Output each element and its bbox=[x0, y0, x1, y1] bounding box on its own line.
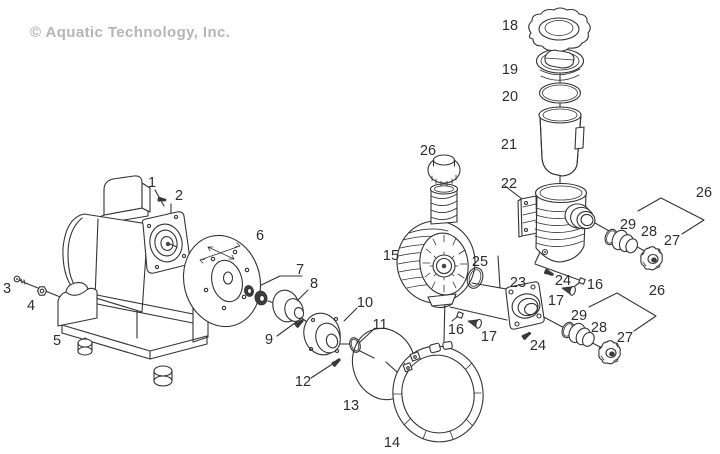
part-callout-24: 24 bbox=[555, 273, 571, 289]
lock-ring-drawing bbox=[528, 7, 591, 52]
shaft-seal-drawing bbox=[244, 285, 268, 306]
part-callout-3: 3 bbox=[3, 281, 11, 297]
part-callout-28: 28 bbox=[641, 224, 657, 240]
strainer-basket-drawing bbox=[538, 106, 585, 177]
part-callout-23: 23 bbox=[510, 275, 526, 291]
volute-plug-screw-drawing bbox=[451, 311, 464, 322]
part-callout-8: 8 bbox=[310, 276, 318, 292]
seal-plate-drawing bbox=[182, 234, 262, 328]
part-callout-4: 4 bbox=[27, 298, 35, 314]
part-callout-16: 16 bbox=[448, 322, 464, 338]
part-callout-13: 13 bbox=[343, 398, 359, 414]
diffuser-drawing bbox=[303, 312, 341, 356]
part-callout-27: 27 bbox=[664, 233, 680, 249]
base-nut-drawing bbox=[36, 286, 48, 296]
part-callout-26: 26 bbox=[696, 185, 712, 201]
part-callout-16: 16 bbox=[587, 277, 603, 293]
part-callout-20: 20 bbox=[502, 89, 518, 105]
motor-base-drawing bbox=[57, 282, 209, 387]
part-callout-11: 11 bbox=[372, 317, 387, 333]
clamp-ring-drawing bbox=[392, 340, 484, 443]
part-callout-17: 17 bbox=[548, 293, 564, 309]
pot-lid-drawing bbox=[535, 48, 585, 81]
part-callout-14: 14 bbox=[384, 435, 400, 451]
discharge-oring-drawing bbox=[466, 267, 484, 289]
impeller-drawing bbox=[272, 289, 305, 323]
base-bolt-drawing bbox=[13, 275, 29, 285]
part-callout-26: 26 bbox=[649, 283, 665, 299]
part-callout-24: 24 bbox=[530, 338, 546, 354]
part-callout-5: 5 bbox=[53, 333, 61, 349]
pot-plug-screw-drawing bbox=[574, 277, 586, 287]
part-callout-12: 12 bbox=[295, 374, 311, 390]
part-callout-27: 27 bbox=[617, 330, 633, 346]
lid-oring-drawing bbox=[538, 82, 582, 104]
part-callout-29: 29 bbox=[620, 217, 636, 233]
part-callout-6: 6 bbox=[256, 228, 264, 244]
part-callout-18: 18 bbox=[502, 18, 518, 34]
watermark: © Aquatic Technology, Inc. bbox=[30, 24, 230, 41]
drain-plug-drawing bbox=[427, 154, 461, 187]
pump-volute-drawing bbox=[396, 183, 476, 309]
part-callout-7: 7 bbox=[296, 262, 304, 278]
part-callout-25: 25 bbox=[472, 254, 488, 270]
part-callout-26: 26 bbox=[420, 143, 436, 159]
part-callout-19: 19 bbox=[502, 62, 518, 78]
part-callout-2: 2 bbox=[175, 188, 183, 204]
part-callout-1: 1 bbox=[148, 175, 156, 191]
diffuser-screw-icon bbox=[331, 356, 342, 368]
strainer-pot-drawing bbox=[517, 182, 596, 263]
part-callout-10: 10 bbox=[357, 295, 373, 311]
volute-plug-drawing bbox=[466, 316, 483, 330]
union-flange-drawing bbox=[505, 281, 545, 330]
part-callout-29: 29 bbox=[571, 308, 587, 324]
part-callout-17: 17 bbox=[481, 329, 497, 345]
part-callout-21: 21 bbox=[501, 137, 517, 153]
part-callout-22: 22 bbox=[501, 176, 517, 192]
part-callout-9: 9 bbox=[265, 332, 273, 348]
part-callout-28: 28 bbox=[591, 320, 607, 336]
part-callout-15: 15 bbox=[383, 248, 399, 264]
